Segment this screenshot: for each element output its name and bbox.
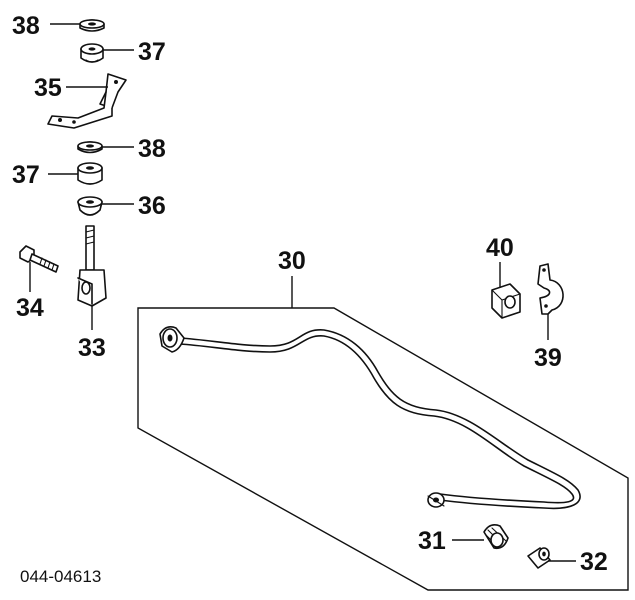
part-34-bolt <box>19 245 59 273</box>
part-31-bushing <box>483 524 509 550</box>
part-40-bushing <box>491 283 521 319</box>
callout-35: 35 <box>34 74 62 102</box>
part-35-bracket <box>47 73 127 129</box>
part-37-bushing-top <box>80 43 104 63</box>
callout-37-lower: 37 <box>12 161 40 189</box>
part-37-bushing-lower <box>77 162 103 185</box>
part-38-washer-top <box>79 19 105 32</box>
part-39-clamp-bracket <box>537 263 564 315</box>
part-38-washer-lower <box>77 141 103 154</box>
callout-39: 39 <box>534 344 562 372</box>
bar-end-eye-left <box>159 326 185 353</box>
callout-33: 33 <box>78 334 106 362</box>
callout-34: 34 <box>16 294 44 322</box>
stabilizer-bar-panel-outline <box>137 307 629 591</box>
callout-38-top: 38 <box>12 12 40 40</box>
callout-40: 40 <box>486 234 514 262</box>
callout-32: 32 <box>580 548 608 576</box>
callout-30: 30 <box>278 247 306 275</box>
part-33-stabilizer-link <box>77 225 107 307</box>
callout-38-lower: 38 <box>138 135 166 163</box>
callout-31: 31 <box>418 527 446 555</box>
callout-36: 36 <box>138 192 166 220</box>
part-32-bushing <box>527 547 551 569</box>
part-36-bushing <box>77 196 103 216</box>
diagram-code: 044-04613 <box>20 567 101 586</box>
part-30-stabilizer-bar <box>159 326 581 510</box>
bar-end-eye-right <box>427 492 445 508</box>
callout-37-top: 37 <box>138 38 166 66</box>
